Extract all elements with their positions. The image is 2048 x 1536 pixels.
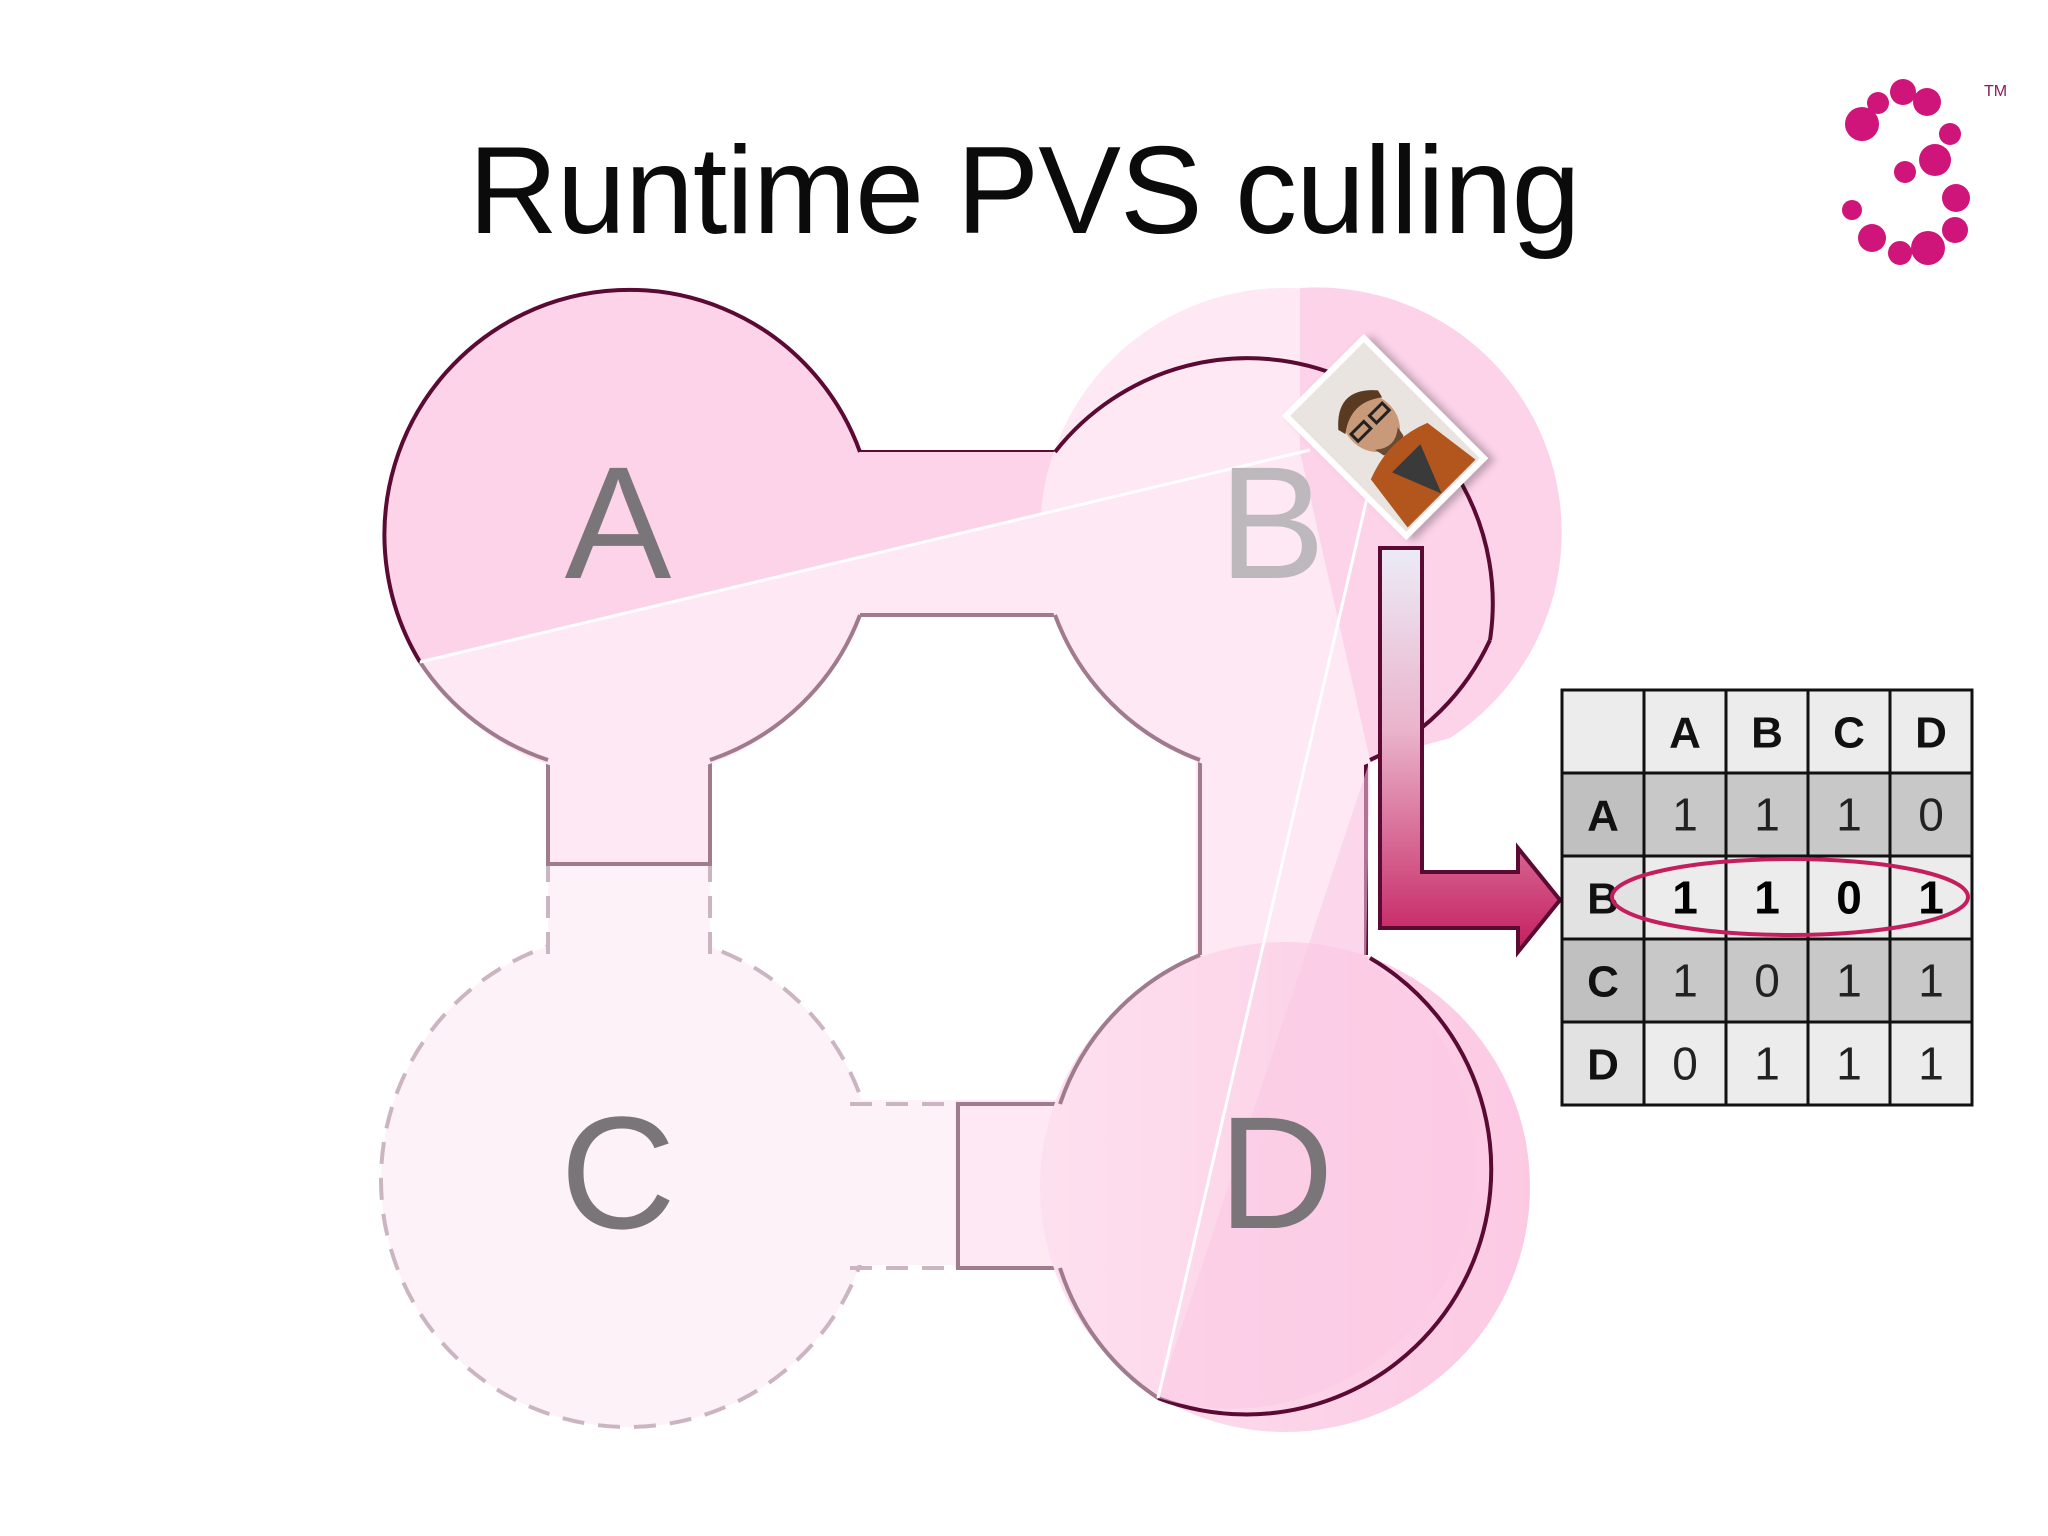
table-cell-value: 1 [1836, 1038, 1862, 1090]
table-cell [1724, 688, 1810, 775]
trademark-text: TM [1984, 83, 2007, 100]
table-cell [1806, 1020, 1892, 1107]
table-cell [1888, 688, 1974, 775]
table-cell [1806, 854, 1892, 941]
table-cell-value: 0 [1918, 789, 1944, 841]
player-portrait-icon [1281, 333, 1489, 541]
table-cell-value: 1 [1918, 1038, 1944, 1090]
table-cell-value: 1 [1918, 955, 1944, 1007]
table-cell-value: 0 [1672, 1038, 1698, 1090]
table-cell-value: 1 [1754, 789, 1780, 841]
table-cell [1560, 771, 1646, 858]
table-cell [1724, 937, 1810, 1024]
table-cell-value: 1 [1672, 872, 1698, 924]
table-cell-value: 1 [1836, 789, 1862, 841]
column-header: D [1915, 709, 1947, 758]
logo-icon [1842, 79, 1970, 265]
row-header: C [1587, 958, 1619, 1007]
frustum-line-right [1156, 484, 1372, 1399]
table-cell-value: 1 [1672, 789, 1698, 841]
table-cell-value: 1 [1754, 1038, 1780, 1090]
row-header: A [1587, 792, 1619, 841]
table-cell-value: 1 [1672, 955, 1698, 1007]
table-cell [1560, 688, 1646, 775]
frustum-line-left [419, 448, 1311, 664]
table-cell [1806, 771, 1892, 858]
table-cell-value: 1 [1754, 872, 1780, 924]
table-cell-value: 1 [1836, 955, 1862, 1007]
column-header: B [1751, 709, 1783, 758]
room-label-c: C [560, 1083, 676, 1262]
highlight-row-b-ellipse [1610, 857, 1970, 937]
table-cell [1888, 771, 1974, 858]
table-cell [1724, 854, 1810, 941]
table-cell-value: 1 [1918, 872, 1944, 924]
room-c [379, 860, 960, 1429]
room-label-d: D [1218, 1083, 1334, 1262]
table-cell [1642, 1020, 1728, 1107]
column-header: C [1833, 709, 1865, 758]
room-label-b: B [1219, 433, 1326, 612]
lookup-arrow-icon [1378, 546, 1563, 958]
table-cell-value: 0 [1836, 872, 1862, 924]
room-label-a: A [565, 433, 672, 612]
table-cell [1724, 1020, 1810, 1107]
view-cone-d [1158, 760, 1476, 1409]
table-cell [1888, 1020, 1974, 1107]
table-cell-value: 0 [1754, 955, 1780, 1007]
slide-title: Runtime PVS culling [468, 122, 1580, 260]
column-header: A [1669, 709, 1701, 758]
row-header: D [1587, 1041, 1619, 1090]
